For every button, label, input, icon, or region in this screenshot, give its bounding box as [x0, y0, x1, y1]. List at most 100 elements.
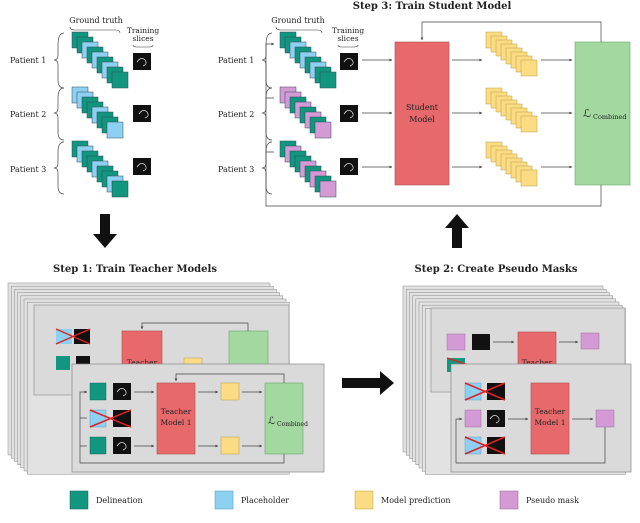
step3-patient-3-brace [261, 141, 273, 195]
teacher-model-box [156, 382, 196, 455]
step3-training-label-1: Training [332, 26, 365, 35]
step3-patient-2-brace [261, 87, 273, 141]
student-model-box [394, 41, 450, 186]
slice-card [111, 71, 129, 89]
prediction-card [520, 59, 538, 77]
step3-patient-3-slice-stack [279, 140, 337, 198]
student-model-label-2: Model [409, 115, 435, 124]
patient-1-slice-stack [71, 31, 129, 89]
slice-anatomy-strokes [136, 58, 149, 172]
patient-3-slice-stack [71, 140, 129, 198]
step3-training-label-2: slices [337, 34, 358, 43]
step3-prediction-stack-1 [485, 31, 538, 77]
step1-front-panel: Teacher Model 1 ℒ Combined [71, 363, 325, 473]
slice-card [319, 180, 337, 198]
step1-model-label-2: Model 1 [161, 418, 192, 427]
step1-loss-symbol: ℒ [268, 416, 275, 427]
legend: Delineation Placeholder Model prediction Ps… [69, 490, 579, 510]
step1-prediction-1 [220, 382, 240, 401]
patient-2-brace [53, 87, 65, 141]
top-left-training-label-1: Training [127, 26, 160, 35]
step3-patient-1-brace [261, 32, 273, 89]
step1-prediction-2 [220, 436, 240, 455]
step2-placeholder-1 [464, 382, 482, 401]
up-arrow-icon [445, 214, 469, 248]
step1-title: Step 1: Train Teacher Models [53, 264, 217, 275]
step3-prediction-stack-3 [485, 141, 538, 187]
training-brace [132, 44, 154, 48]
step2-cross-3b [464, 436, 506, 455]
step3-loop-branches [266, 97, 274, 153]
step3-patient-2-training-slice [340, 105, 358, 122]
legend-item: Placeholder [214, 490, 289, 510]
step2-slice-3 [487, 437, 505, 454]
step3-patient-2-slice-stack [279, 86, 332, 139]
step3-title: Step 3: Train Student Model [353, 1, 512, 12]
legend-item: Delineation [69, 490, 143, 510]
patient-2-training-slice [133, 105, 151, 122]
step1-feedback-arrow [174, 373, 285, 383]
step3-ground-truth-label: Ground truth [271, 16, 325, 25]
top-left-patient-2: Patient 2 [10, 110, 46, 119]
step3-feedback-arrow [420, 21, 602, 42]
top-left-training-label-2: slices [132, 34, 153, 43]
step3-prediction-stack-2 [485, 87, 538, 133]
step3-patient-1: Patient 1 [218, 56, 254, 65]
step2-front-panel: Teacher Model 1 [450, 363, 632, 473]
legend-swatch [499, 490, 519, 510]
patient-1-brace [53, 32, 65, 89]
step1-model-label-1: Teacher [161, 407, 192, 416]
patient-1-training-slice [133, 53, 151, 70]
step3-slice-anatomy-strokes [343, 58, 354, 172]
step1-slice-1 [113, 383, 131, 400]
step3-patient-1-training-slice [340, 53, 358, 70]
step1-delineation-3 [89, 436, 107, 455]
step2-placeholder-3 [464, 436, 482, 455]
patient-3-training-slice [133, 158, 151, 175]
step3-loss-subscript: Combined [593, 113, 626, 121]
step2-pseudo-output [595, 409, 615, 428]
step1-back-model-label: Teacher [127, 358, 158, 367]
legend-item: Pseudo mask [499, 490, 579, 510]
legend-swatch [214, 490, 234, 510]
patient-3-brace [53, 141, 65, 195]
legend-swatch [69, 490, 89, 510]
step3-patient-2: Patient 2 [218, 110, 254, 119]
top-left-ground-truth-label: Ground truth [69, 16, 123, 25]
top-left-overview: Ground truth Training slices Patient 1 P… [10, 16, 160, 198]
step1-loop-branches [80, 417, 87, 447]
step3-patient-3-training-slice [340, 158, 358, 175]
step3-ground-truth-brace [275, 26, 323, 34]
step1-delineation-1 [89, 382, 107, 401]
slice-card [319, 71, 337, 89]
step1-slice-strokes [116, 388, 127, 451]
step3-loss-symbol: ℒ [583, 107, 591, 120]
step3-patient-3: Patient 3 [218, 165, 254, 174]
prediction-card [520, 169, 538, 187]
step1-bottom-loop [79, 390, 285, 464]
step1-loss-subscript: Combined [277, 421, 308, 428]
step2-title: Step 2: Create Pseudo Masks [414, 264, 577, 275]
prediction-card [520, 115, 538, 133]
legend-item: Model prediction [354, 490, 451, 510]
right-arrow-icon [342, 371, 394, 395]
top-left-patient-3: Patient 3 [10, 165, 46, 174]
slice-card [106, 121, 124, 139]
step2-back-model-label: Teacher [522, 358, 553, 367]
step1-cross-line-b [89, 409, 132, 428]
legend-label: Placeholder [241, 496, 289, 505]
step2-slice-2 [487, 410, 505, 427]
step3-panel: Step 3: Train Student Model Ground truth… [218, 1, 631, 207]
legend-label: Pseudo mask [526, 496, 579, 505]
step2-model-label-1: Teacher [535, 407, 566, 416]
ground-truth-brace [69, 26, 121, 34]
down-arrow-icon [93, 214, 117, 248]
legend-swatch [354, 490, 374, 510]
slice-card [314, 121, 332, 139]
slice-card [111, 180, 129, 198]
student-model-label-1: Student [406, 103, 439, 112]
step2-cross-1b [464, 382, 506, 401]
patient-2-slice-stack [71, 86, 124, 139]
step2-pseudo-input [464, 409, 482, 428]
